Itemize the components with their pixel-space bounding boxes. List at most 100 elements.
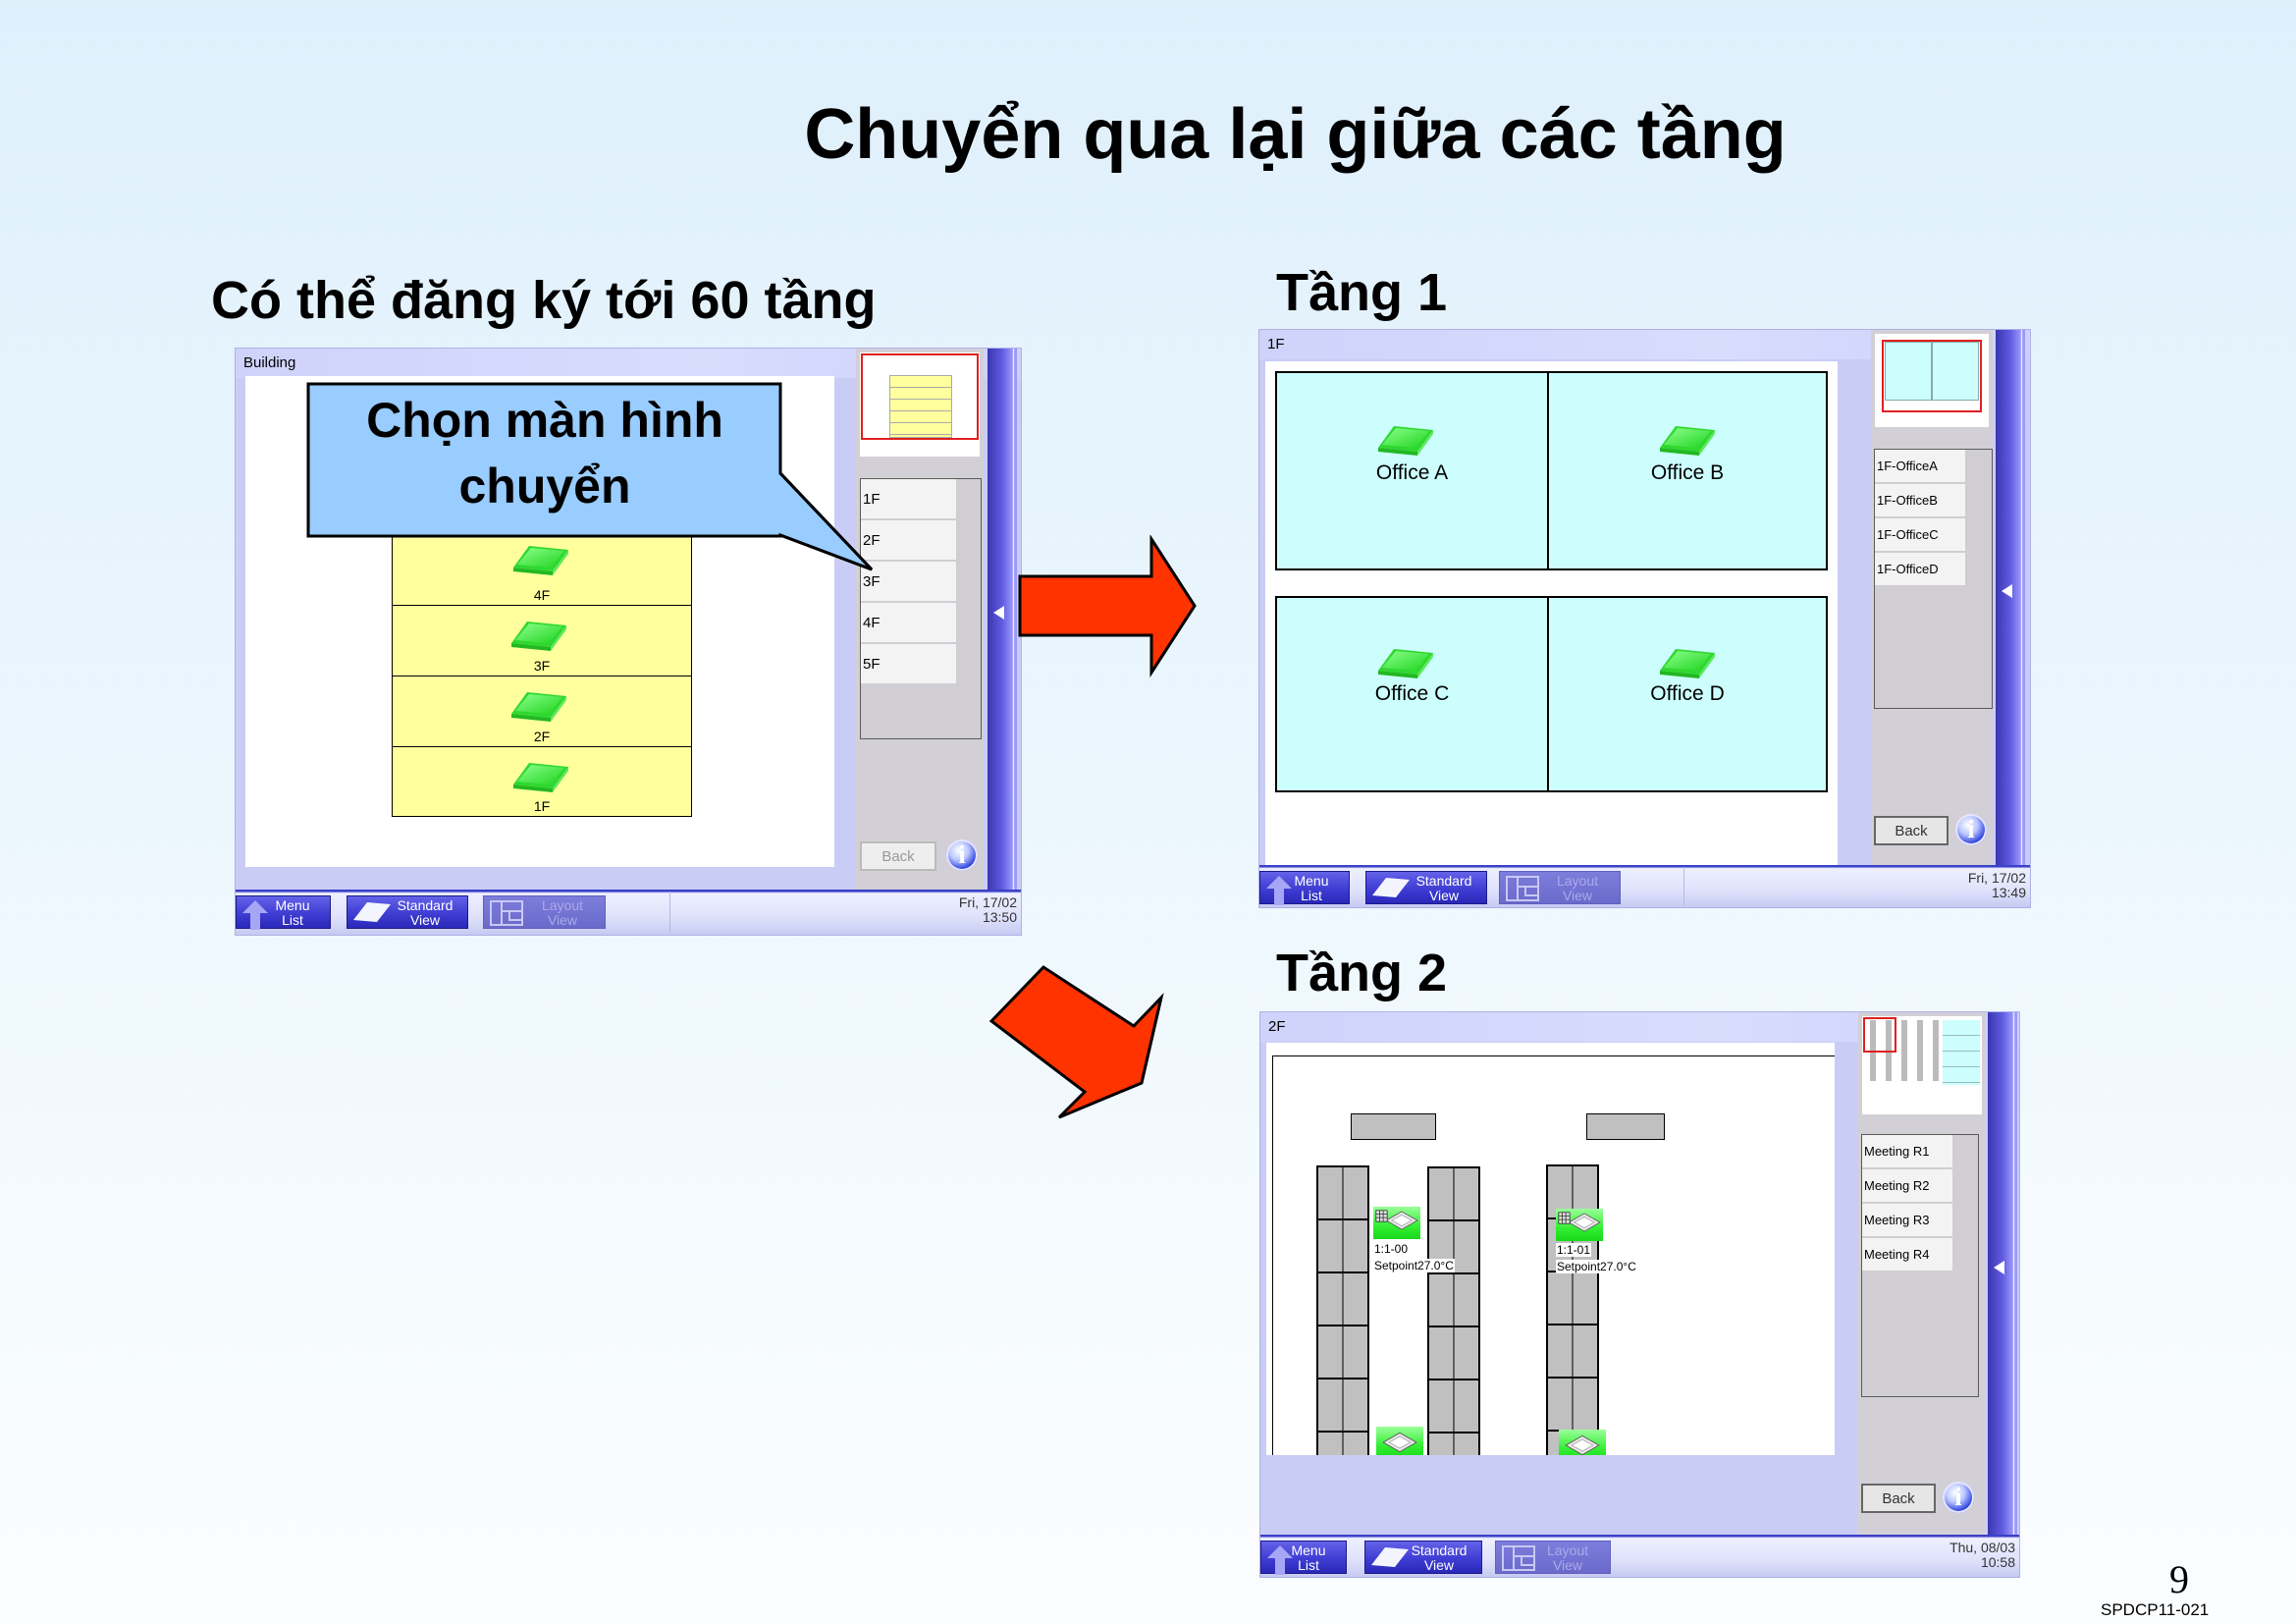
office-b[interactable]: Office B [1547, 371, 1828, 570]
screen-title: Building [243, 354, 296, 371]
side-collapse-bar[interactable] [1988, 1012, 2017, 1547]
page-number: 9 [2169, 1557, 2189, 1601]
layout-view-icon [1506, 876, 1539, 901]
office-label: Office B [1650, 461, 1725, 484]
desk-column-1 [1316, 1165, 1369, 1455]
standard-label-2: View [1423, 1557, 1455, 1573]
minimap-offices [1885, 342, 1979, 401]
collapse-arrow-icon [1994, 1261, 2004, 1274]
room-list-item[interactable]: Meeting R4 [1862, 1238, 1952, 1271]
standard-label-1: Standard [397, 897, 454, 913]
floor-list-item[interactable]: 3F [861, 562, 956, 601]
minimap-building [889, 375, 952, 438]
indoor-unit-1-1-03[interactable] [1559, 1430, 1606, 1455]
floor-row-2f[interactable]: 2F [392, 676, 692, 747]
toolbar-divider [669, 892, 670, 933]
minimap[interactable] [1875, 334, 1989, 427]
office-list-item[interactable]: 1F-OfficeB [1875, 484, 1965, 516]
layout-label-2: View [1562, 888, 1593, 903]
minimap-viewport [1863, 1017, 1896, 1053]
minimap[interactable] [1862, 1016, 1982, 1114]
standard-view-icon [1371, 1547, 1409, 1567]
layout-label-1: Layout [1556, 873, 1599, 889]
side-panel: Meeting R1 Meeting R2 Meeting R3 Meeting… [1858, 1012, 1986, 1547]
floor-list-item[interactable]: 5F [861, 644, 956, 683]
office-unit-icon [1657, 422, 1718, 458]
table-top-1 [1351, 1113, 1436, 1140]
slide-title: Chuyển qua lại giữa các tầng [804, 95, 1787, 174]
floor1-screen: 1F Office A Office B Office C Office D 1… [1258, 329, 2031, 908]
info-icon[interactable]: i [1955, 814, 1987, 845]
unit-id-label: 1:1-01 [1556, 1243, 1592, 1257]
room-list-item[interactable]: Meeting R2 [1862, 1169, 1952, 1202]
back-button[interactable]: Back [1874, 816, 1949, 845]
room-list-item[interactable]: Meeting R1 [1862, 1135, 1952, 1167]
left-heading: Có thể đăng ký tới 60 tầng [211, 271, 877, 330]
back-button[interactable]: Back [860, 841, 936, 871]
floor-list-item[interactable]: 4F [861, 603, 956, 642]
side-collapse-bar[interactable] [988, 349, 1017, 908]
desk-column-2 [1427, 1166, 1480, 1455]
document-code: SPDCP11-021 [2101, 1600, 2210, 1619]
office-c[interactable]: Office C [1275, 596, 1549, 792]
floor-list: 1F 2F 3F 4F 5F [860, 478, 982, 739]
office-d[interactable]: Office D [1547, 596, 1828, 792]
office-label: Office D [1650, 682, 1725, 705]
standard-view-icon [353, 902, 391, 922]
menu-label-2: List [1298, 1557, 1319, 1573]
back-button[interactable]: Back [1861, 1484, 1936, 1513]
ceiling-cassette-icon [1385, 1207, 1418, 1234]
floor-list-item[interactable]: 2F [861, 520, 956, 560]
minimap[interactable] [860, 352, 980, 457]
menu-label-1: Menu [1291, 1542, 1326, 1558]
arrow-up-icon [1266, 876, 1292, 905]
office-unit-icon [1375, 645, 1436, 680]
floor-row-1f[interactable]: 1F [392, 746, 692, 817]
floor1-heading: Tầng 1 [1276, 263, 1448, 322]
layout-label-1: Layout [1546, 1542, 1589, 1558]
ceiling-cassette-icon [1382, 1429, 1417, 1455]
time: 13:50 [982, 909, 1017, 925]
menu-label-1: Menu [275, 897, 310, 913]
menu-label-1: Menu [1294, 873, 1329, 889]
info-icon[interactable]: i [1943, 1482, 1974, 1513]
toolbar-divider [1683, 867, 1684, 905]
office-label: Office C [1374, 682, 1450, 705]
minimap-viewport [861, 353, 979, 440]
side-collapse-bar[interactable] [1996, 330, 2025, 880]
floor-label: 1F [533, 798, 551, 814]
indoor-unit-1-1-02[interactable] [1376, 1427, 1423, 1455]
office-list: 1F-OfficeA 1F-OfficeB 1F-OfficeC 1F-Offi… [1874, 449, 1993, 709]
info-icon[interactable]: i [946, 839, 978, 871]
plan-canvas: 1:1-00 Setpoint27.0°C 1:1-01 Setpoint27.… [1266, 1043, 1835, 1455]
room-list-item[interactable]: Meeting R3 [1862, 1204, 1952, 1236]
office-unit-icon [1375, 422, 1436, 458]
office-list-item[interactable]: 1F-OfficeC [1875, 518, 1965, 551]
office-list-item[interactable]: 1F-OfficeD [1875, 553, 1965, 585]
office-a[interactable]: Office A [1275, 371, 1549, 570]
ceiling-cassette-icon [1565, 1432, 1600, 1455]
indoor-unit-1-1-00[interactable] [1373, 1207, 1420, 1239]
layout-label-1: Layout [541, 897, 584, 913]
minimap-rooms [1943, 1020, 1980, 1085]
indoor-unit-1-1-01[interactable] [1556, 1209, 1603, 1241]
floor-row-3f[interactable]: 3F [392, 605, 692, 676]
floor-label: 3F [533, 658, 551, 674]
office-list-item[interactable]: 1F-OfficeA [1875, 450, 1965, 482]
side-panel: 1F 2F 3F 4F 5F Back i [856, 349, 984, 908]
menu-label-2: List [1301, 888, 1322, 903]
date: Fri, 17/02 [1967, 870, 2026, 886]
layout-view-icon [490, 900, 523, 926]
floor-list-item[interactable]: 1F [861, 479, 956, 518]
